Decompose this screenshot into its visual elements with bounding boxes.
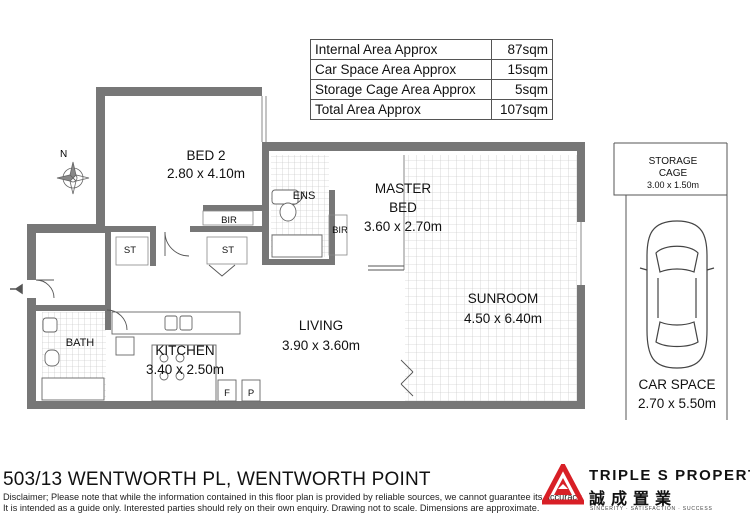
- bed2-size: 2.80 x 4.10m: [167, 166, 245, 181]
- area-label: Storage Cage Area Approx: [309, 79, 493, 100]
- area-row: Internal Area Approx 87sqm: [309, 39, 553, 60]
- area-label: Car Space Area Approx: [309, 59, 493, 80]
- area-label: Total Area Approx: [309, 99, 493, 120]
- car-space-name: CAR SPACE: [638, 377, 715, 392]
- bir-label-bed2: BIR: [221, 215, 237, 226]
- brand-chinese-name: 誠成置業: [589, 491, 678, 508]
- fridge-label: F: [224, 388, 230, 399]
- master-size: 3.60 x 2.70m: [364, 219, 442, 234]
- car-icon: [639, 220, 715, 369]
- st-label-1: ST: [124, 245, 136, 256]
- kitchen-bench: [111, 311, 261, 402]
- floor-plan: N BED 2 2.80 x 4.10m MASTER BED 3.60 x 2…: [10, 87, 728, 420]
- area-label: Internal Area Approx: [309, 39, 493, 60]
- master-name-line2: BED: [389, 200, 417, 215]
- area-row: Car Space Area Approx 15sqm: [309, 59, 553, 80]
- bir-label-master: BIR: [332, 225, 348, 236]
- master-name-line1: MASTER: [375, 181, 432, 196]
- interior-walls: [36, 142, 335, 330]
- storage-size: 3.00 x 1.50m: [647, 180, 699, 190]
- living-size: 3.90 x 3.60m: [282, 338, 360, 353]
- area-row: Total Area Approx 107sqm: [309, 99, 553, 120]
- storage-name-line1: STORAGE: [649, 156, 698, 167]
- entry-arrow-icon: [10, 283, 23, 295]
- compass-icon: [56, 161, 90, 195]
- sunroom-name: SUNROOM: [468, 291, 539, 306]
- brand-name: TRIPLE S PROPERTY: [589, 467, 750, 484]
- doors: [35, 190, 414, 397]
- windows: [261, 96, 582, 285]
- wardrobes: [115, 210, 348, 266]
- living-name: LIVING: [299, 318, 343, 333]
- st-label-2: ST: [222, 245, 234, 256]
- exterior-walls: [27, 87, 585, 409]
- area-value: 5sqm: [491, 79, 553, 100]
- area-summary-table: Internal Area Approx 87sqm Car Space Are…: [309, 39, 553, 120]
- car-space-size: 2.70 x 5.50m: [638, 396, 716, 411]
- bath-label: BATH: [66, 337, 95, 349]
- kitchen-name: KITCHEN: [155, 343, 214, 358]
- disclaimer: Disclaimer; Please note that while the i…: [3, 492, 583, 514]
- compass-north-label: N: [60, 149, 67, 160]
- sunroom-size: 4.50 x 6.40m: [464, 311, 542, 326]
- disclaimer-line-2: It is intended as a guide only. Interest…: [3, 503, 540, 513]
- ens-label: ENS: [293, 190, 316, 202]
- brand-logo-icon: [542, 464, 584, 505]
- area-row: Storage Cage Area Approx 5sqm: [309, 79, 553, 100]
- sunroom-tiles: [405, 155, 577, 401]
- storage-name-line2: CAGE: [659, 168, 688, 179]
- parking-area: [613, 142, 728, 420]
- property-address: 503/13 WENTWORTH PL, WENTWORTH POINT: [3, 469, 431, 490]
- bed2-name: BED 2: [186, 148, 225, 163]
- area-value: 107sqm: [491, 99, 553, 120]
- bath-fixtures: [41, 189, 323, 401]
- area-value: 87sqm: [491, 39, 553, 60]
- pantry-label: P: [248, 388, 254, 399]
- area-value: 15sqm: [491, 59, 553, 80]
- brand-tagline: SINCERITY · SATISFACTION · SUCCESS: [590, 506, 713, 512]
- kitchen-size: 3.40 x 2.50m: [146, 362, 224, 377]
- disclaimer-line-1: Disclaimer; Please note that while the i…: [3, 492, 584, 502]
